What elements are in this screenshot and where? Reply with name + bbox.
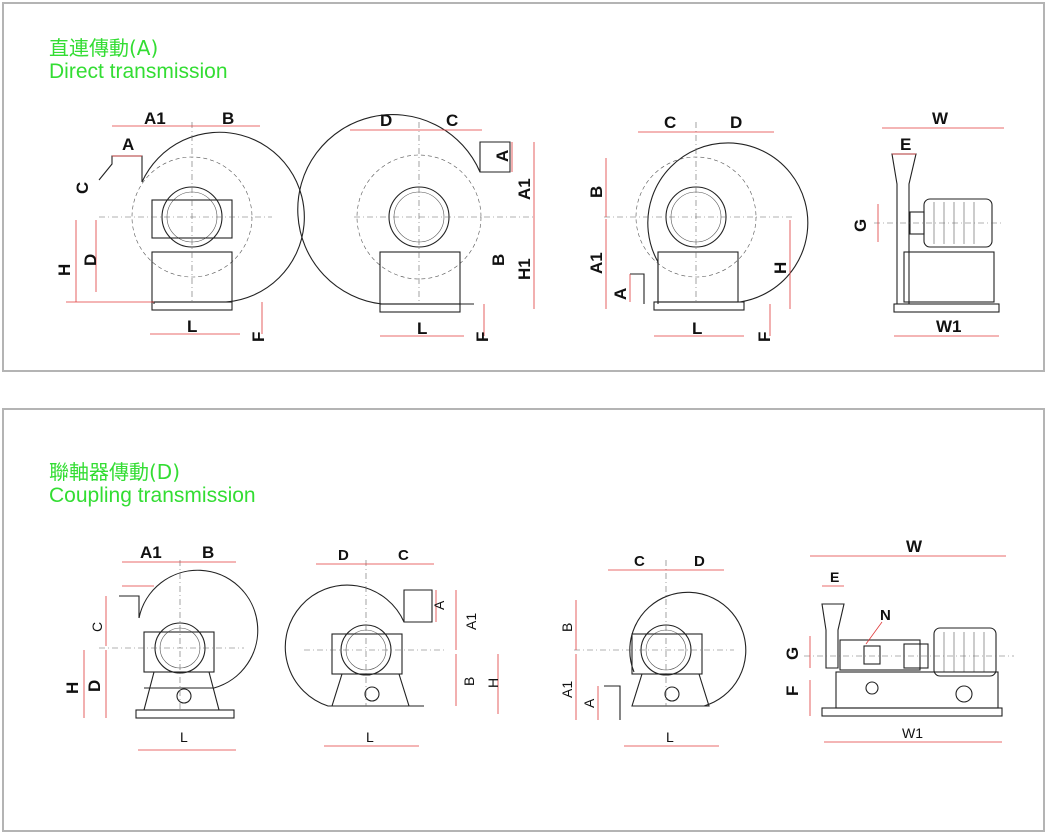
dim-a: A [122,135,134,154]
dim-f: F [755,332,774,342]
dim-a1: A1 [463,613,479,630]
dim-w: W [906,537,923,556]
direct-transmission-drawings: A1 B A C H D L F D C A A1 B H1 L [55,109,1004,342]
dim-a1: A1 [144,109,166,128]
dim-d: D [81,254,100,266]
title-english: Coupling transmission [49,484,256,507]
fan-side-view-4 [874,127,1004,337]
dim-w1: W1 [902,725,923,741]
dim-c: C [89,622,105,632]
dim-a: A [493,150,512,162]
fan-drawing-2 [284,560,499,747]
dim-b: B [461,677,477,686]
dim-l: L [692,319,702,338]
dim-b: B [489,254,508,266]
dim-d: D [694,553,705,570]
dim-c: C [664,113,676,132]
dim-l: L [417,319,427,338]
dim-b: B [559,623,575,632]
title-chinese: 直連傳動(A) [49,36,159,60]
dim-c: C [446,111,458,130]
coupling-transmission-drawings: A1 B C H D L D C A A1 B H L [63,537,1014,751]
panel-title: 直連傳動(A) Direct transmission [49,36,228,84]
coupling-transmission-panel: 聯軸器傳動(D) Coupling transmission A1 B C H … [2,408,1045,832]
dim-l: L [187,317,197,336]
title-english: Direct transmission [49,60,228,83]
dim-f: F [783,686,802,696]
fan-drawing-3 [574,560,747,747]
dim-l: L [666,729,674,745]
fan-side-view-4 [804,555,1014,743]
dim-w: W [932,109,949,128]
dim-b: B [222,109,234,128]
dim-a1: A1 [140,543,162,562]
dim-c: C [73,182,92,194]
fan-drawing-1 [83,560,259,751]
dim-h: H [485,678,501,688]
fan-drawing-2 [297,114,535,337]
dim-f: F [249,332,268,342]
dim-h: H [63,682,82,694]
dim-h: H [771,262,790,274]
fan-drawing-3 [604,122,809,337]
dim-d: D [730,113,742,132]
dim-l: L [366,729,374,745]
dim-a: A [611,288,630,300]
direct-transmission-panel: 直連傳動(A) Direct transmission A1 B A [2,2,1045,372]
dim-c: C [634,553,645,570]
panel-title: 聯軸器傳動(D) Coupling transmission [49,460,256,508]
dim-e: E [830,569,839,585]
dim-g: G [851,219,870,232]
dim-l: L [180,729,188,745]
dim-d: D [85,680,104,692]
title-chinese: 聯軸器傳動(D) [49,460,181,484]
dim-b: B [202,543,214,562]
dim-a1: A1 [515,178,534,200]
dim-a1: A1 [559,681,575,698]
fan-drawing-1 [66,122,305,335]
dim-g: G [783,647,802,660]
dim-a: A [431,600,447,610]
dim-a1: A1 [587,252,606,274]
dim-h: H [55,264,74,276]
dim-a: A [581,698,597,708]
dim-d: D [380,111,392,130]
dim-c: C [398,547,409,564]
dim-w1: W1 [936,317,962,336]
dim-b: B [587,186,606,198]
dim-e: E [900,135,911,154]
dim-h1: H1 [515,258,534,280]
dim-d: D [338,547,349,564]
dim-f: F [473,332,492,342]
dim-n: N [880,607,891,624]
